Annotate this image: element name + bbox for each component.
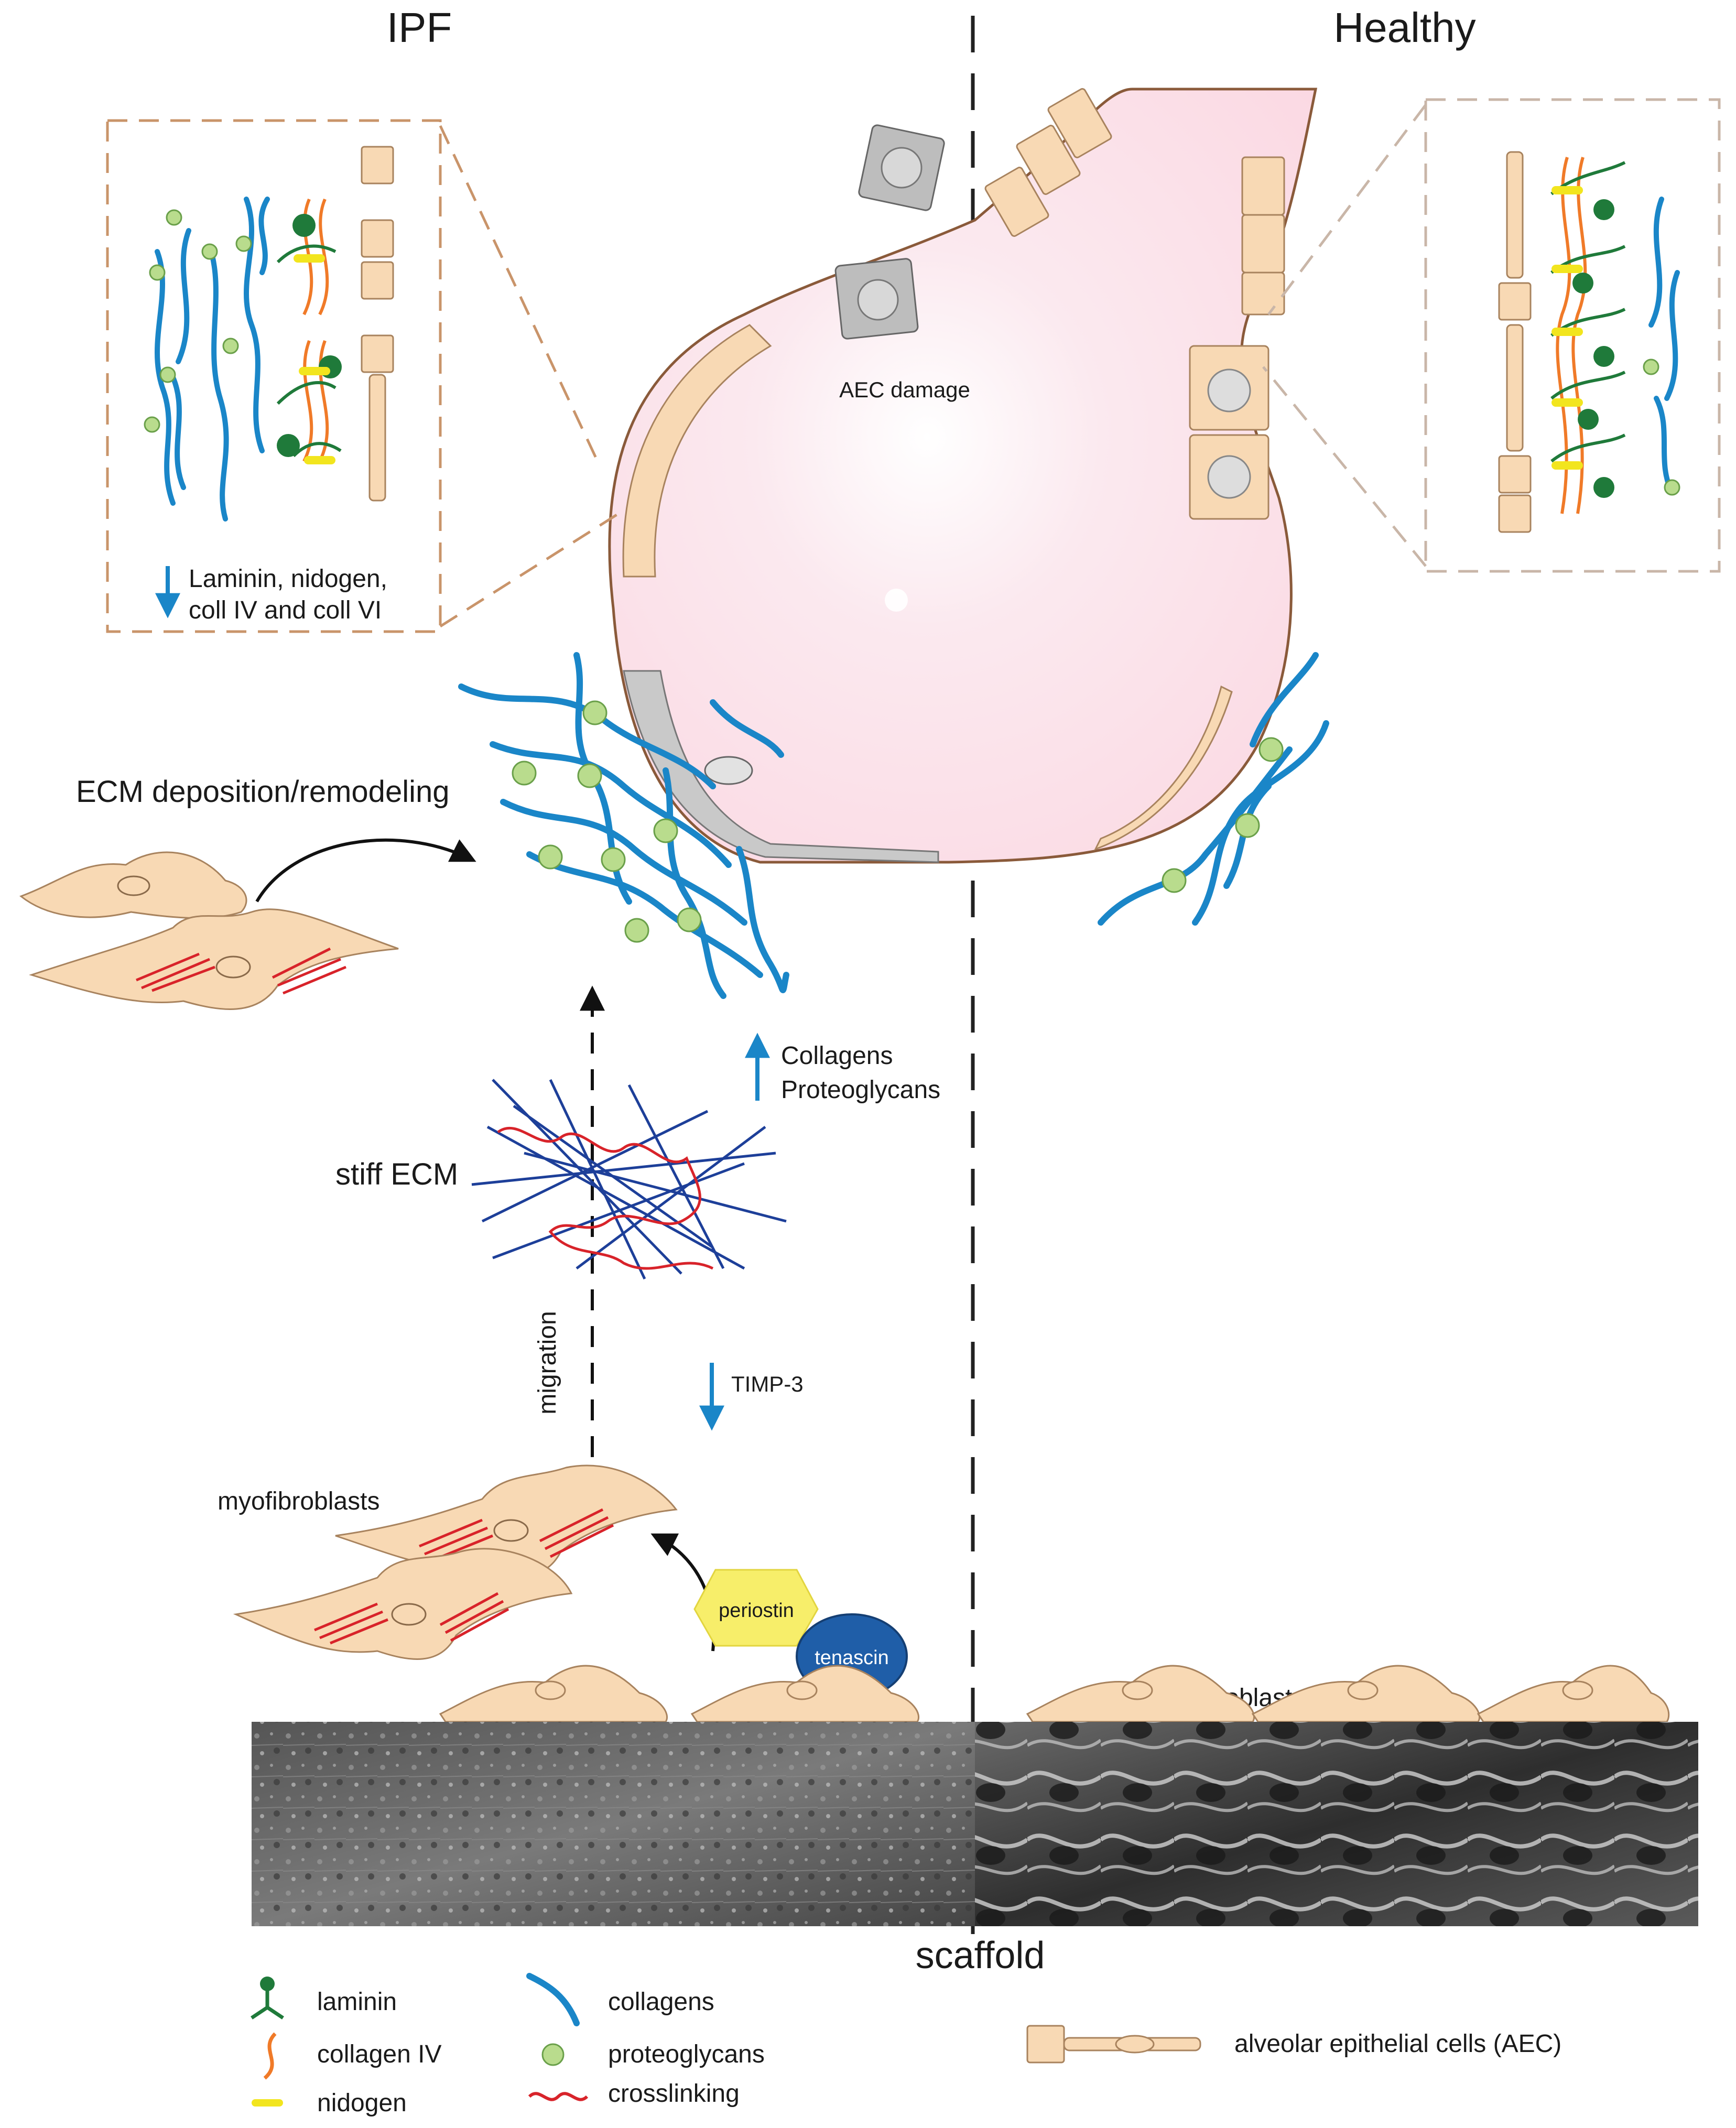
legend-collagens: collagens (608, 1988, 714, 2016)
ecm-deposition-arrow (255, 838, 476, 903)
legend-collagen-iv-swatch (263, 2032, 277, 2080)
legend-aec-swatch (1026, 2025, 1201, 2064)
scaffold-sem-healthy (975, 1722, 1698, 1926)
scaffold-sem-ipf (252, 1722, 975, 1926)
label-scaffold: scaffold (916, 1935, 1045, 1977)
fibroblast-cell-ecm (19, 851, 247, 919)
legend-aec: alveolar epithelial cells (AEC) (1234, 2030, 1561, 2058)
label-myofibroblasts: myofibroblasts (218, 1488, 379, 1515)
heading-ipf: IPF (387, 4, 452, 51)
myofibroblast-cell-2 (233, 1548, 573, 1660)
legend-collagen-iv: collagen IV (317, 2040, 442, 2068)
label-ecm-deposition: ECM deposition/remodeling (76, 775, 449, 809)
label-timp3: TIMP-3 (731, 1372, 804, 1396)
damaged-aec-cell-2 (834, 258, 919, 340)
damaged-aec-cell-1 (858, 124, 945, 211)
healthy-ecm-fibres (1098, 652, 1329, 926)
myofibroblast-cell-1 (335, 1464, 678, 1576)
label-increase-collagens: Collagens (781, 1042, 893, 1070)
fibroblast-row (439, 1665, 1670, 1723)
heading-healthy: Healthy (1333, 4, 1475, 51)
legend-crosslinking-swatch (528, 2092, 589, 2101)
legend-collagens-swatch (526, 1973, 580, 2026)
legend-crosslinking: crosslinking (608, 2080, 740, 2108)
legend-nidogen-swatch (252, 2099, 283, 2107)
stiff-ecm-mesh (471, 1079, 787, 1280)
legend-laminin-swatch (251, 1977, 284, 2020)
label-stiff-ecm: stiff ECM (335, 1157, 458, 1191)
label-periostin: periostin (719, 1600, 794, 1622)
healthy-aec-cells (984, 88, 1285, 520)
alveolus (608, 88, 1318, 864)
healthy-inset (1262, 98, 1721, 573)
label-inset-decrease-1: Laminin, nidogen, (189, 565, 387, 593)
label-aec-damage: AEC damage (839, 377, 970, 402)
periostin-hexagon (693, 1569, 819, 1647)
label-migration: migration (534, 1311, 561, 1414)
label-tenascin: tenascin (815, 1647, 889, 1669)
crosslink-squiggle (497, 1127, 714, 1270)
label-inset-decrease-2: coll IV and coll VI (189, 596, 382, 624)
legend-laminin: laminin (317, 1988, 397, 2016)
label-increase-proteoglycans: Proteoglycans (781, 1076, 940, 1104)
ipf-inset: Laminin, nidogen, coll IV and coll VI (106, 119, 620, 633)
legend-nidogen: nidogen (317, 2089, 407, 2117)
legend: laminin collagen IV nidogen collagens pr… (251, 1973, 1561, 2117)
myofibroblast-cell-ecm (29, 908, 399, 1010)
legend-proteoglycans: proteoglycans (608, 2040, 765, 2068)
legend-proteoglycans-swatch (541, 2043, 565, 2066)
ipf-ecm-fibres (458, 652, 789, 999)
